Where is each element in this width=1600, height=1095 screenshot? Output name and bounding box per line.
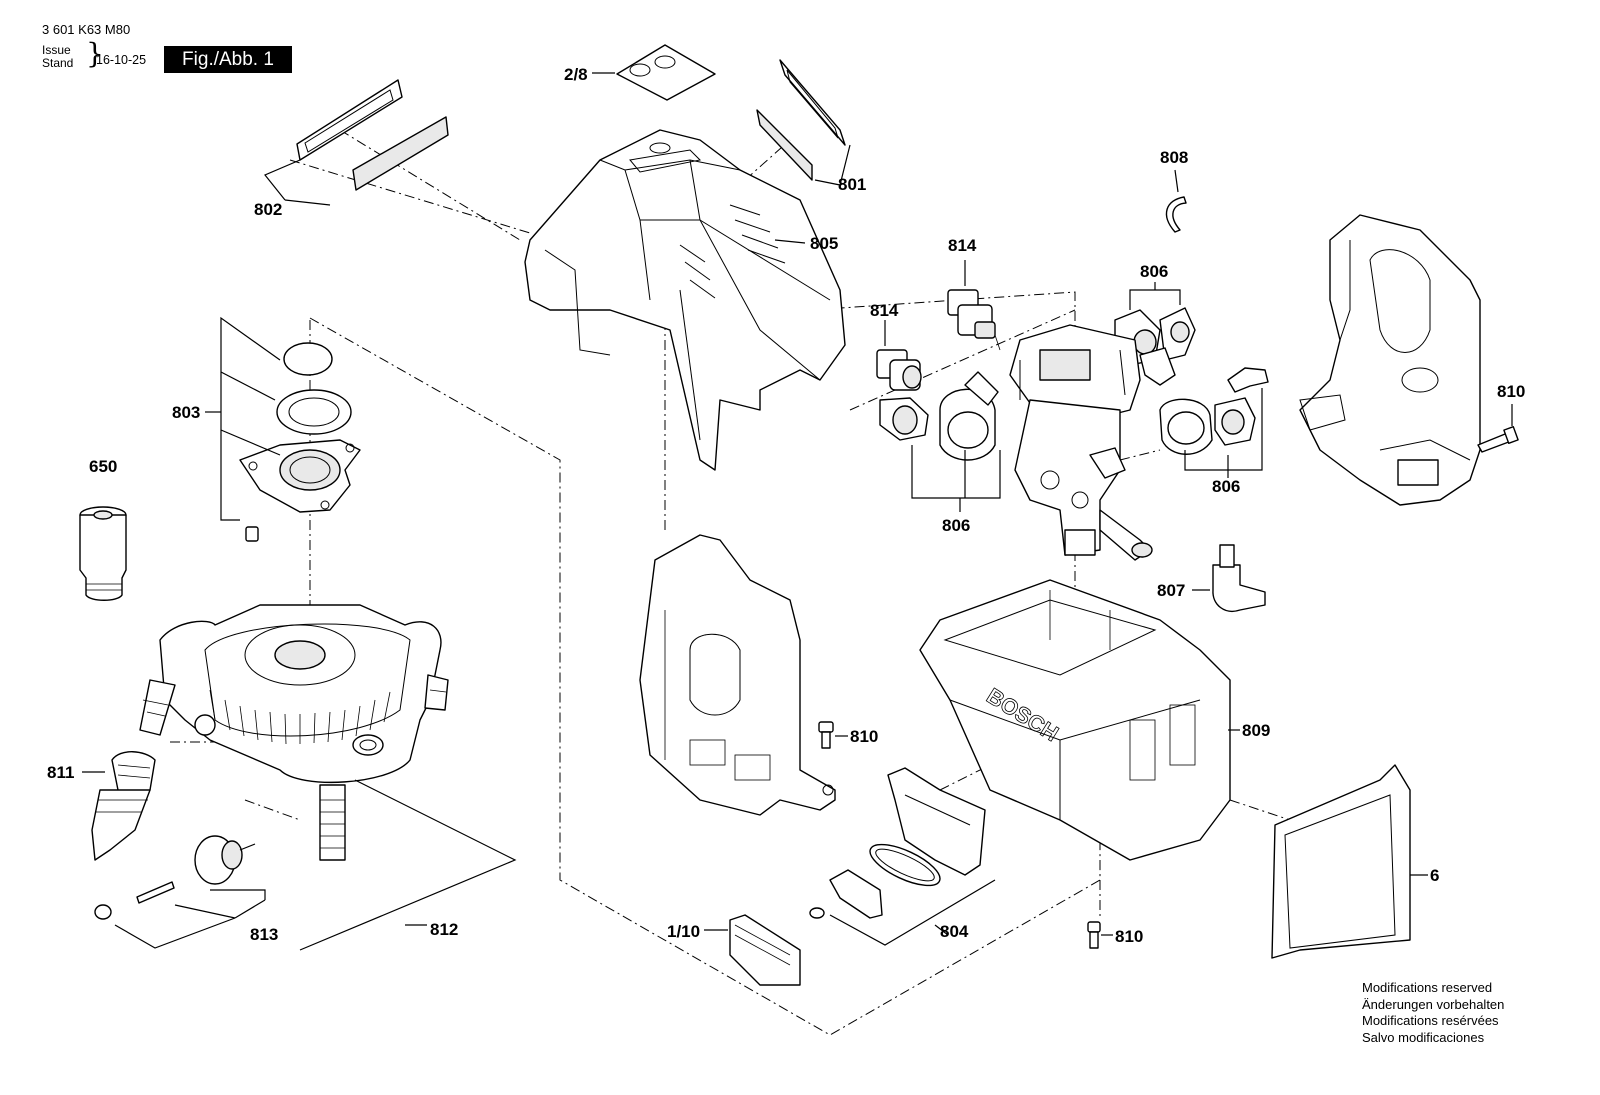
callout-812: 812 — [430, 920, 458, 939]
part-806-lens-holder-left — [879, 371, 1001, 512]
issue-label: Issue — [42, 43, 71, 57]
callout-814-lower: 814 — [870, 301, 899, 320]
stand-label: Stand — [42, 56, 74, 70]
callout-6: 6 — [1430, 866, 1439, 885]
callout-806-right: 806 — [1212, 477, 1240, 496]
part-2-8-window-plate — [592, 44, 716, 101]
callout-811: 811 — [47, 763, 74, 782]
figure-label: Fig./Abb. 1 — [164, 46, 292, 73]
part-810-screw-mid — [818, 721, 848, 749]
part-1-10-battery-latch — [704, 914, 801, 986]
callout-1-10: 1/10 — [667, 922, 700, 941]
part-number: 3 601 K63 M80 — [42, 22, 131, 37]
part-809-main-housing: BOSCH — [919, 579, 1240, 861]
mods-de: Änderungen vorbehalten — [1362, 996, 1505, 1012]
callout-813: 813 — [250, 925, 278, 944]
callout-807: 807 — [1157, 581, 1185, 600]
part-806-lens-holder-top — [1114, 282, 1196, 386]
callout-labels: 2/8 801 802 805 808 814 814 806 806 806 … — [47, 65, 1525, 946]
callout-803: 803 — [172, 403, 200, 422]
part-6-side-cover — [1271, 764, 1428, 959]
part-814-laser-module-lower — [876, 320, 922, 391]
callout-806-left: 806 — [942, 516, 970, 535]
callout-806-top: 806 — [1140, 262, 1168, 281]
part-central-pendulum-chassis — [1009, 324, 1153, 561]
part-812-rotating-base — [139, 604, 517, 951]
part-left-side-frame — [639, 534, 836, 816]
callout-2-8: 2/8 — [564, 65, 588, 84]
part-806-lens-holder-right — [1159, 367, 1269, 478]
issue-stand-label: Issue Stand — [42, 44, 73, 70]
callout-810-bottom: 810 — [1115, 927, 1143, 946]
callout-809: 809 — [1242, 721, 1270, 740]
part-rear-frame — [1299, 214, 1481, 506]
part-811-leveling-foot — [82, 751, 156, 861]
mods-fr: Modifications resérvées — [1362, 1013, 1499, 1028]
callout-801: 801 — [838, 175, 866, 194]
callout-650: 650 — [89, 457, 117, 476]
part-802-gasket-window — [264, 79, 449, 206]
callout-804: 804 — [940, 922, 969, 941]
modifications-notice: Modifications reserved Änderungen vorbeh… — [1362, 980, 1504, 1046]
mods-en: Modifications reserved — [1362, 980, 1493, 995]
callout-802: 802 — [254, 200, 282, 219]
part-810-screw-bottom — [1087, 921, 1113, 949]
part-650-adapter — [79, 506, 127, 601]
part-810-screw-right — [1477, 404, 1519, 453]
callout-810-mid: 810 — [850, 727, 878, 746]
issue-date: 16-10-25 — [96, 53, 147, 67]
part-804-battery-contact-set — [809, 767, 996, 946]
part-801-gasket-window — [756, 59, 851, 186]
brace-glyph: } — [86, 37, 104, 70]
mods-es: Salvo modificaciones — [1362, 1029, 1485, 1045]
callout-814-upper: 814 — [948, 236, 977, 255]
part-813-knob-screw-cap — [94, 835, 266, 949]
part-808-spring-clip — [1165, 169, 1187, 233]
callout-808: 808 — [1160, 148, 1188, 167]
callout-810-right: 810 — [1497, 382, 1525, 401]
part-807-lock-knob — [1192, 544, 1266, 612]
part-803-lens-stack — [205, 316, 361, 542]
part-814-laser-module-upper — [947, 260, 1001, 351]
part-805-housing-cover — [524, 129, 846, 471]
callout-805: 805 — [810, 234, 838, 253]
